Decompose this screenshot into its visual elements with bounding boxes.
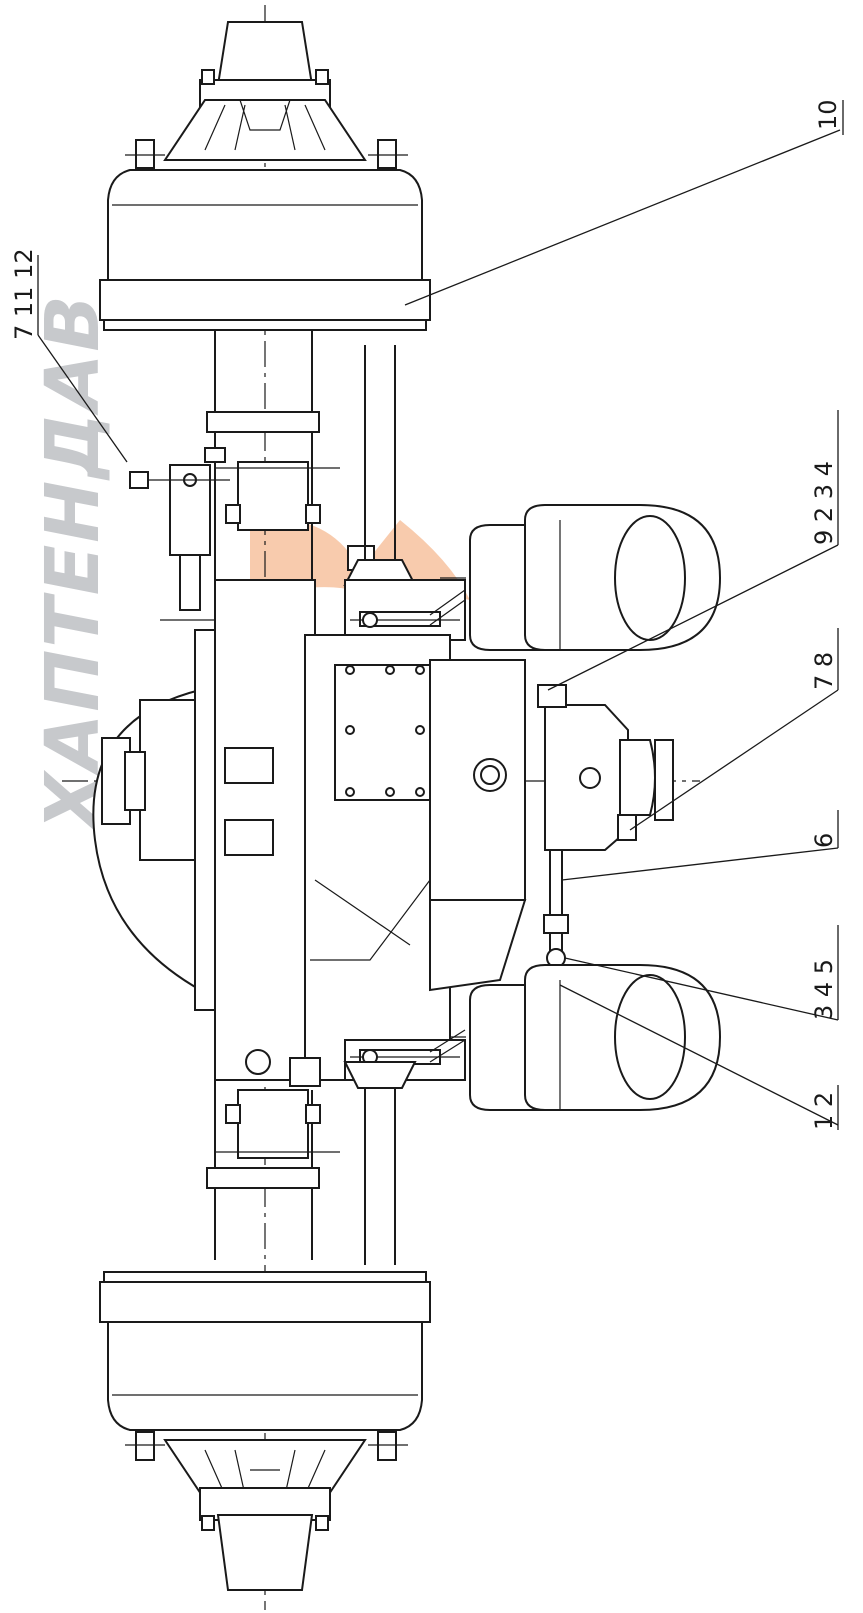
callout-7-8: 7 8 [810, 652, 838, 690]
valve-block [537, 684, 674, 1000]
slack-arm-top [359, 611, 441, 627]
bottom-hub-cap [216, 1514, 314, 1591]
callout-3-4-5: 3 4 5 [810, 959, 838, 1020]
bracket-bottom [289, 1057, 321, 1087]
top-hub-ribs [204, 99, 326, 151]
cover-diagonal [310, 879, 431, 961]
top-hub-stud-left [201, 69, 215, 85]
chamber-bracket-top [344, 579, 466, 641]
top-bolt-left [135, 139, 155, 169]
camshaft-bottom-end [343, 1061, 417, 1089]
housing-block-upper [224, 747, 274, 784]
drain-plug [245, 1049, 271, 1075]
top-drum-flange [99, 279, 431, 321]
cover-bolt-2 [385, 665, 395, 675]
air-line-nut-upper [543, 914, 569, 934]
camshaft-lower [343, 1061, 417, 1265]
top-brake-drum [107, 169, 423, 281]
spring-seat-top-pad-right [305, 504, 321, 524]
brake-chamber-top [469, 504, 722, 651]
cover-bolt-5 [415, 725, 425, 735]
callout-1-2: 1 2 [810, 1092, 838, 1130]
bottom-bolt-right [377, 1431, 397, 1461]
sensor-clamp [204, 447, 226, 463]
cover-bolt-4 [345, 725, 355, 735]
housing-block-lower [224, 819, 274, 856]
slack-pushrod-top [429, 589, 466, 626]
leader-3-4-5 [564, 957, 839, 1021]
callout-7-11-12: 7 11 12 [10, 248, 38, 340]
leader-6 [561, 847, 839, 881]
sensor-nipple [129, 471, 149, 489]
bottom-brake-drum [107, 1321, 423, 1431]
chamber-top-end [614, 515, 686, 641]
bottom-hub-ribs [204, 1449, 326, 1496]
fill-plug-inner [480, 765, 500, 785]
valve-outlet-flange [654, 739, 674, 821]
bottom-drum-flange [99, 1281, 431, 1323]
spring-seat-top [237, 461, 309, 531]
spring-seat-bottom-pad-right [305, 1104, 321, 1124]
top-drum-lip [103, 319, 427, 331]
bottom-hub-flange [199, 1487, 331, 1521]
tube-collar-bottom [206, 1167, 320, 1189]
bottom-hub-stud-right [315, 1515, 329, 1531]
slack-clevis-top [362, 612, 378, 628]
valve-cap [619, 739, 656, 816]
leader-1-2 [559, 984, 839, 1126]
callouts: 10 7 11 12 9 2 3 4 7 8 6 3 4 5 1 2 [10, 99, 844, 1130]
carrier-lower-body [429, 899, 527, 992]
callout-9-2-3-4: 9 2 3 4 [810, 461, 838, 545]
top-wheel-end [99, 21, 431, 331]
bottom-drum-lip [103, 1271, 427, 1283]
valve-port [579, 767, 601, 789]
bottom-wheel-end [99, 1271, 431, 1591]
left-sensor-assembly [129, 447, 230, 621]
spring-seat-bottom [237, 1089, 309, 1159]
top-bolt-right [377, 139, 397, 169]
spring-seat-bottom-pad-left [225, 1104, 241, 1124]
cover-bolt-7 [385, 787, 395, 797]
callout-10: 10 [814, 99, 842, 130]
leader-10 [404, 129, 841, 306]
brake-chamber-bottom [469, 964, 722, 1111]
differential-housing [92, 579, 527, 1081]
leader-7-8 [629, 689, 839, 831]
tube-collar-top [206, 411, 320, 433]
cover-bolt-3 [415, 665, 425, 675]
top-hub-stud-right [315, 69, 329, 85]
input-yoke [124, 751, 146, 811]
leader-7-11-12 [37, 334, 128, 463]
cover-bolt-8 [415, 787, 425, 797]
bottom-hub-stud-left [201, 1515, 215, 1531]
cover-bolt-1 [345, 665, 355, 675]
leader-9-2-3-4 [547, 544, 839, 691]
slack-pushrod-bottom [429, 1029, 466, 1063]
valve-fitting-upper [537, 684, 567, 708]
cover-bolt-6 [345, 787, 355, 797]
chamber-bottom-end [614, 974, 686, 1100]
axle-tube-lower [206, 1080, 340, 1260]
callout-6: 6 [810, 833, 838, 848]
slack-adjuster-top [344, 579, 466, 641]
sensor-stem [179, 554, 201, 611]
valve-fitting-lower [617, 814, 637, 841]
spring-seat-top-pad-left [225, 504, 241, 524]
top-hub-cap [216, 21, 314, 86]
bottom-bolt-left [135, 1431, 155, 1461]
